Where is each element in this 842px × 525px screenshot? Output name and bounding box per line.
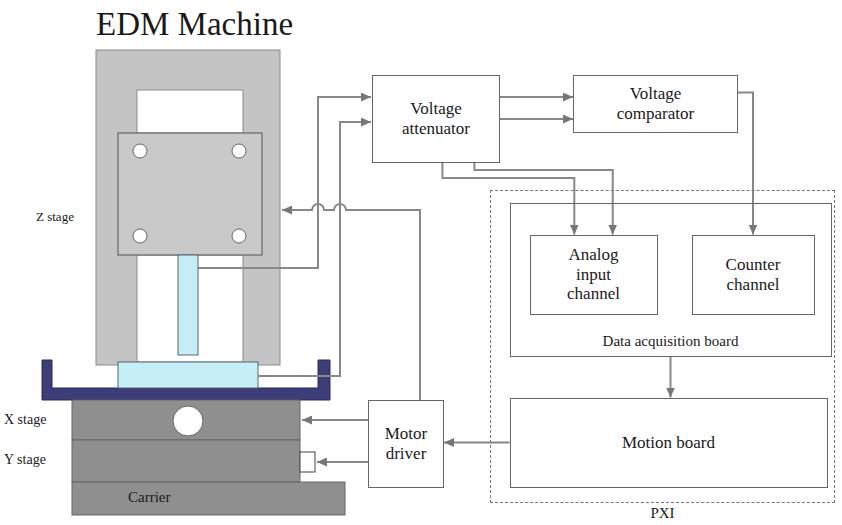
signal-arrow — [442, 163, 574, 235]
box-label: Voltage attenuator — [381, 99, 491, 138]
box-label: Analog input channel — [558, 245, 630, 304]
board-box: Motion board — [510, 398, 828, 488]
x-stage-screw — [173, 406, 203, 436]
signal-arrow — [500, 96, 573, 98]
workpiece-wire — [258, 122, 371, 376]
bolt-hole — [232, 229, 246, 243]
signal-arrow — [500, 118, 573, 120]
signal-arrow — [738, 92, 753, 234]
box-label: Motor driver — [376, 424, 436, 463]
part-label: X stage — [4, 412, 46, 428]
bolt-hole — [232, 144, 246, 158]
workpiece — [118, 362, 258, 388]
process-box: Voltage attenuator — [372, 75, 500, 163]
signal-arrow — [670, 357, 672, 398]
electrode — [178, 255, 198, 355]
driver-box: Motor driver — [368, 400, 444, 488]
x-stage — [72, 400, 300, 440]
part-label: Carrier — [128, 489, 170, 506]
machine-frame — [96, 50, 280, 365]
system-boundary: PXIData acquisition boardAnalog input ch… — [490, 190, 835, 503]
box-label: Counter channel — [713, 255, 793, 294]
diagram-title: EDM Machine — [96, 6, 293, 44]
part-label: Z stage — [36, 210, 74, 225]
signal-arrow — [444, 442, 510, 444]
box-label: Motion board — [622, 433, 715, 453]
process-box: Voltage comparator — [573, 75, 738, 133]
group-label: Data acquisition board — [603, 333, 739, 350]
work-tank — [42, 360, 330, 400]
box-label: Voltage comparator — [601, 84, 711, 123]
carrier-base — [72, 482, 345, 515]
frame-window — [137, 90, 243, 133]
bolt-hole — [133, 229, 147, 243]
signal-arrow — [474, 163, 612, 235]
z-drive-wire — [282, 204, 420, 400]
board-group: Data acquisition board Analog input chann… — [510, 203, 832, 357]
y-stage — [72, 440, 300, 482]
channel-box: Counter channel — [692, 235, 815, 315]
z-head-plate — [118, 133, 262, 255]
y-motor — [300, 452, 315, 472]
bolt-hole — [133, 144, 147, 158]
x-drive-wire — [302, 419, 368, 421]
group-label: PXI — [650, 505, 674, 522]
part-label: Y stage — [4, 452, 46, 468]
y-drive-wire — [317, 461, 368, 463]
channel-box: Analog input channel — [530, 235, 658, 315]
frame-cutout — [137, 255, 243, 362]
